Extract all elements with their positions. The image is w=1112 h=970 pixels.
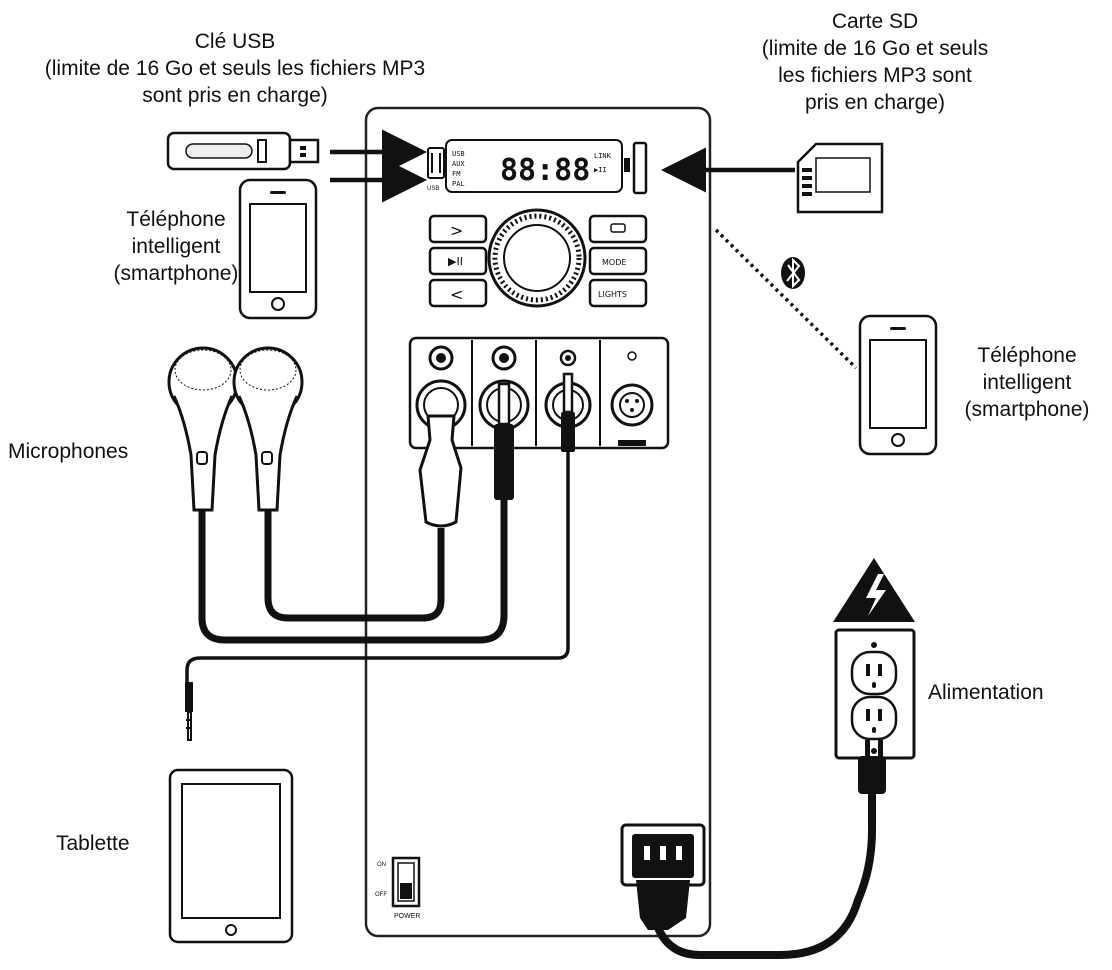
volume-knob xyxy=(487,208,587,308)
lights-button-label: LIGHTS xyxy=(598,290,627,299)
left-buttons: > ▶II < xyxy=(428,214,488,308)
repeat-icon xyxy=(610,223,626,233)
speaker-panel xyxy=(364,106,712,938)
smartphone-icon xyxy=(238,178,318,320)
microphone-icon xyxy=(167,346,304,512)
outlet-icon xyxy=(834,628,916,760)
sd-slot xyxy=(624,141,648,195)
next-button-label: > xyxy=(450,221,463,240)
switch-off-label: OFF xyxy=(375,892,387,898)
display-unit: USB AUX FM PAL LINK ▶II 88:88 xyxy=(445,139,623,193)
display-digits: 88:88 xyxy=(500,153,590,188)
power-label: Alimentation xyxy=(928,681,1044,704)
power-switch: ON OFF POWER xyxy=(375,856,420,920)
power-inlet xyxy=(620,823,706,930)
quarter-inch-plug xyxy=(198,382,514,644)
right-buttons: MODE LIGHTS xyxy=(588,214,648,308)
power-plug-icon xyxy=(646,740,886,959)
display-right-0: LINK xyxy=(594,152,612,160)
aux-plug xyxy=(185,372,575,682)
phone-bt-label: Téléphone intelligent (smartphone) xyxy=(964,344,1090,421)
xlr-plug xyxy=(264,414,463,622)
mode-button-label: MODE xyxy=(602,258,626,267)
power-switch-label: POWER xyxy=(394,913,420,920)
sd-label: Carte SD (limite de 16 Go et seuls les f… xyxy=(761,10,989,114)
usb-label: Clé USB (limite de 16 Go et seuls les fi… xyxy=(44,30,426,107)
bluetooth-link xyxy=(714,228,858,370)
switch-on-label: ON xyxy=(377,862,386,868)
usb-stick-icon xyxy=(166,131,320,171)
input-panel xyxy=(408,336,670,450)
phone-wired-label: Téléphone intelligent (smartphone) xyxy=(113,208,239,285)
smartphone-icon xyxy=(858,314,938,456)
tablet-icon xyxy=(168,682,294,944)
high-voltage-icon xyxy=(833,558,915,622)
display-left-0: USB xyxy=(452,150,465,158)
connection-arrows xyxy=(330,129,795,203)
tablet-label: Tablette xyxy=(56,832,130,855)
microphones-label: Microphones xyxy=(8,440,129,463)
prev-button-label: < xyxy=(450,285,463,304)
play-button-label: ▶II xyxy=(448,255,463,268)
display-left-1: AUX xyxy=(452,160,465,168)
display-right-1: ▶II xyxy=(594,166,607,174)
sd-card-icon xyxy=(796,142,884,214)
bluetooth-icon xyxy=(781,257,805,289)
display-left-2: FM xyxy=(452,170,460,178)
usb-port: USB xyxy=(427,147,445,192)
display-left-3: PAL xyxy=(452,180,465,188)
usb-port-label: USB xyxy=(427,186,439,192)
